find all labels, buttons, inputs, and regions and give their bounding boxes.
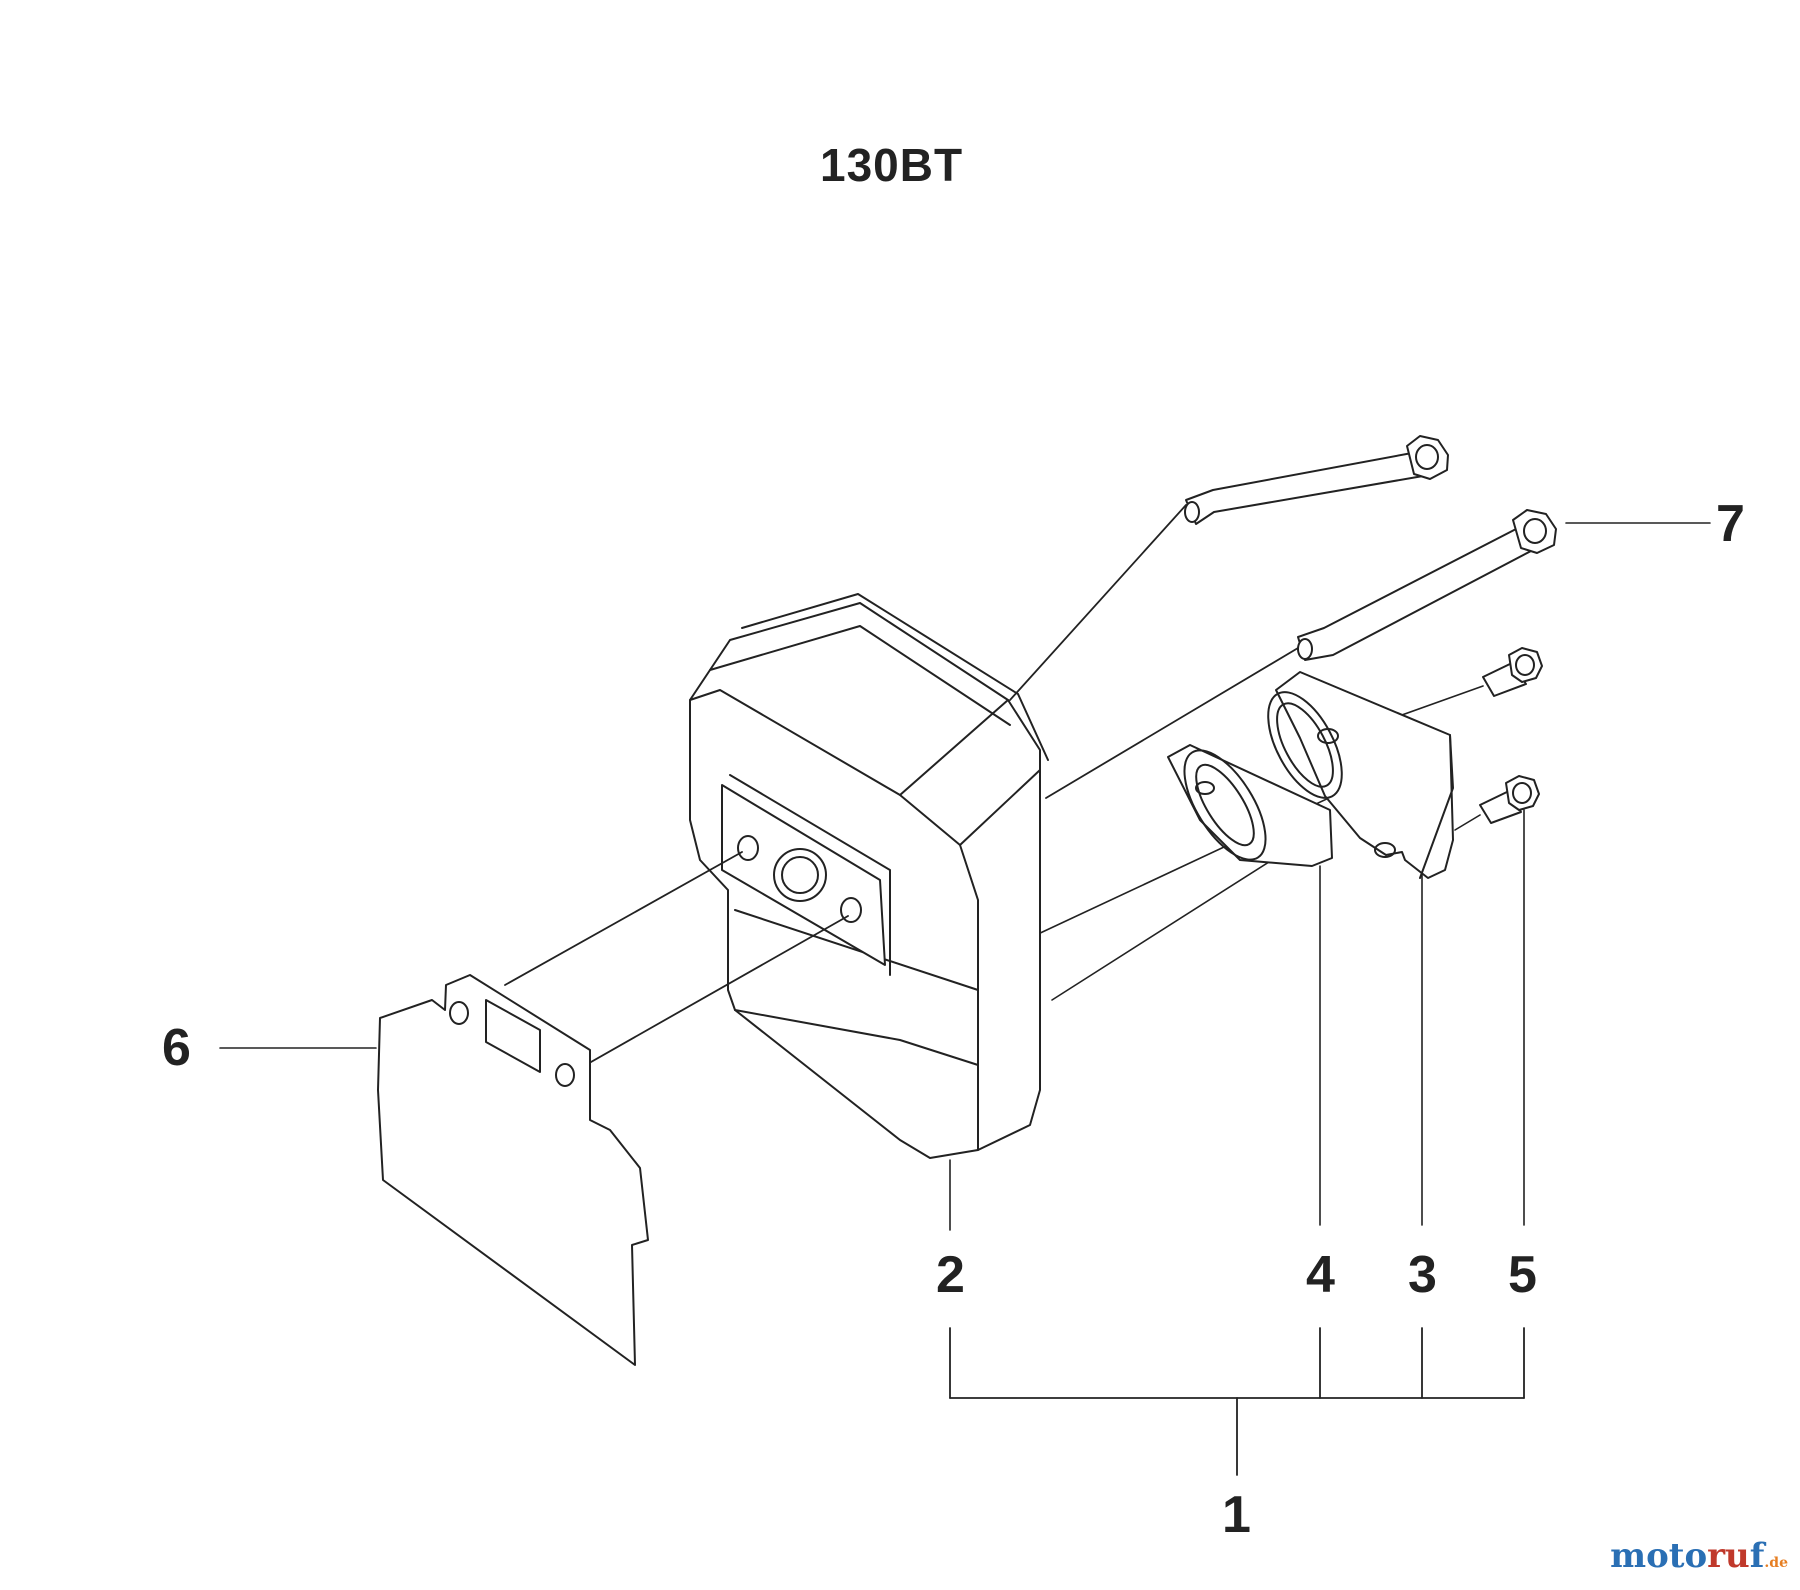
callout-5: 5 [1508,1246,1537,1304]
callout-7: 7 [1716,495,1745,553]
long-bolt-lower [1297,509,1557,661]
short-screw-upper [1482,647,1543,697]
assembly-bracket [949,1327,1525,1476]
bracket-plate [1267,671,1454,879]
diagram-title: 130BT [820,139,964,191]
callout-3: 3 [1408,1246,1437,1304]
flat-gasket [377,974,649,1366]
watermark-logo: motoruf.de [1610,1536,1788,1576]
bolt-guide-lines [1009,504,1299,799]
callout-1: 1 [1222,1486,1251,1544]
muffler-body [689,593,1049,1159]
callout-leaders [219,522,1711,1231]
gasket-ring [1167,744,1333,867]
callout-4: 4 [1306,1246,1335,1304]
long-bolt-upper [1184,435,1449,525]
callout-2: 2 [936,1246,965,1304]
callout-6: 6 [162,1019,191,1077]
short-screw-lower [1479,775,1540,824]
